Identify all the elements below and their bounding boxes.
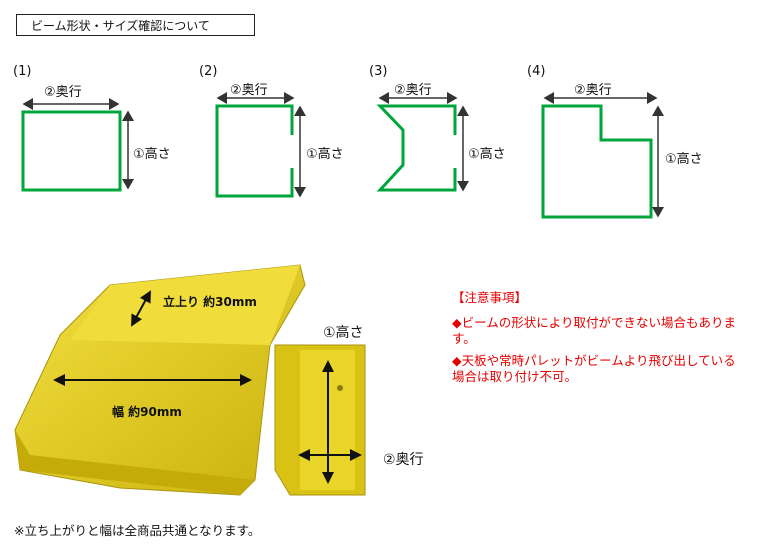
shape-label-3: (3) <box>369 64 388 79</box>
shape-label-2: (2) <box>199 64 218 79</box>
height-label-3: ①高さ <box>468 147 506 162</box>
height-label-2: ①高さ <box>306 147 344 162</box>
beam-shape-2 <box>215 104 294 198</box>
notes-heading: 【注意事項】 <box>452 290 528 305</box>
product-photo <box>14 264 366 496</box>
notes: 【注意事項】 ◆ビームの形状により取付ができない場合もあります。 ◆天板や常時パ… <box>452 290 752 385</box>
depth-label-1: ②奥行 <box>44 85 82 100</box>
depth-label-2: ②奥行 <box>230 83 268 98</box>
depth-label-3: ②奥行 <box>394 83 432 98</box>
depth-label-4: ②奥行 <box>574 83 612 98</box>
rise-label: 立上り 約30mm <box>163 295 257 309</box>
height-label-4: ①高さ <box>665 152 703 167</box>
shape-label-4: (4) <box>527 64 546 79</box>
photo-depth-label: ②奥行 <box>383 452 424 468</box>
page-title: ビーム形状・サイズ確認について <box>16 14 255 36</box>
footer-note: ※立ち上がりと幅は全商品共通となります。 <box>14 523 261 538</box>
note-item: ◆天板や常時パレットがビームより飛び出している場合は取り付け不可。 <box>452 353 736 384</box>
note-item: ◆ビームの形状により取付ができない場合もあります。 <box>452 315 736 346</box>
beam-shape-3 <box>376 104 457 192</box>
shape-label-1: (1) <box>13 64 32 79</box>
width-label: 幅 約90mm <box>112 405 182 419</box>
photo-height-label: ①高さ <box>323 325 364 341</box>
beam-shape-1 <box>21 110 122 192</box>
beam-shape-4 <box>541 104 653 219</box>
height-label-1: ①高さ <box>133 147 171 162</box>
